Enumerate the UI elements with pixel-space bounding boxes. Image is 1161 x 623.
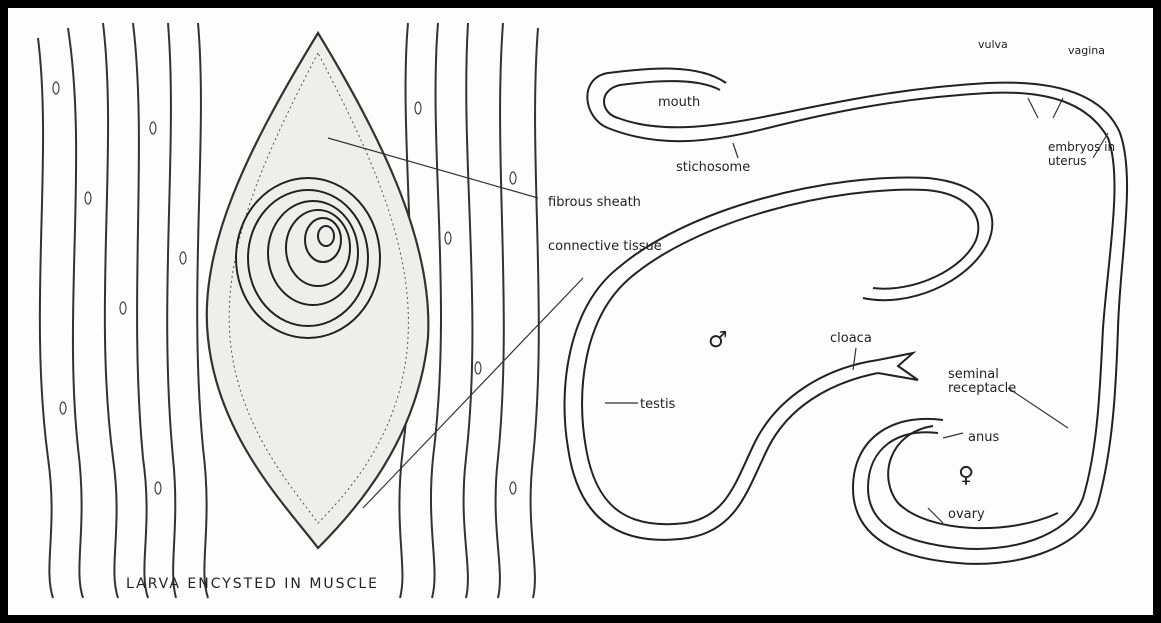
diagram-drawing bbox=[8, 8, 1153, 615]
female-worm bbox=[587, 69, 1127, 564]
male-symbol: ♂ bbox=[708, 328, 728, 353]
label-fibrous-sheath: fibrous sheath bbox=[548, 196, 641, 210]
diagram-paper: fibrous sheath connective tissue mouth s… bbox=[8, 8, 1153, 615]
label-ovary: ovary bbox=[948, 508, 985, 522]
female-symbol: ♀ bbox=[958, 463, 974, 488]
label-connective-tissue: connective tissue bbox=[548, 240, 662, 254]
label-testis: testis bbox=[640, 398, 675, 412]
cyst-capsule bbox=[207, 33, 429, 548]
male-worm bbox=[565, 178, 993, 540]
label-vagina: vagina bbox=[1068, 44, 1105, 58]
label-mouth: mouth bbox=[658, 96, 700, 110]
label-stichosome: stichosome bbox=[676, 161, 750, 175]
label-vulva: vulva bbox=[978, 38, 1008, 52]
label-embryos-in-uterus: embryos in uterus bbox=[1048, 140, 1138, 168]
label-anus: anus bbox=[968, 431, 999, 445]
figure-caption: LARVA ENCYSTED IN MUSCLE bbox=[126, 576, 379, 592]
label-seminal-receptacle: seminal receptacle bbox=[948, 368, 1048, 396]
label-cloaca: cloaca bbox=[830, 332, 872, 346]
